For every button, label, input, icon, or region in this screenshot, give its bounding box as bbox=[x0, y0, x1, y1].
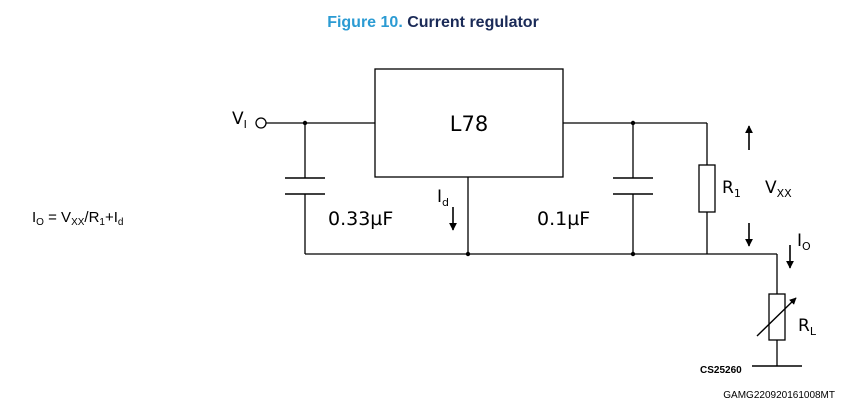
current-arrows bbox=[449, 125, 794, 269]
figure-number: Figure 10. bbox=[327, 14, 403, 31]
capacitor-plates bbox=[285, 177, 653, 195]
rl-label: RL bbox=[798, 316, 817, 338]
regulator-box bbox=[374, 68, 564, 178]
junction-dot bbox=[630, 251, 636, 257]
vxx-label: VXX bbox=[765, 178, 792, 200]
gamg-code: GAMG220920161008MT bbox=[723, 390, 835, 401]
figure-title: Figure 10. Current regulator bbox=[0, 14, 866, 32]
cap-in-label: 0.33µF bbox=[328, 208, 393, 230]
cs-code: CS25260 bbox=[700, 365, 742, 376]
junction-dot bbox=[630, 120, 636, 126]
junction-dot bbox=[465, 251, 471, 257]
rl-variable-arrow bbox=[756, 297, 797, 337]
junction-dot bbox=[302, 120, 308, 126]
r1-label: R1 bbox=[722, 178, 741, 200]
io-label: IO bbox=[797, 231, 811, 253]
junction-dots bbox=[302, 120, 636, 257]
current-equation: IO = VXX/R1+Id bbox=[32, 209, 123, 228]
r1-resistor bbox=[698, 164, 716, 213]
figure-name: Current regulator bbox=[407, 14, 539, 31]
input-terminal bbox=[255, 117, 267, 129]
vi-label: VI bbox=[232, 109, 247, 131]
cap-out-label: 0.1µF bbox=[537, 208, 590, 230]
circuit-wires bbox=[266, 122, 778, 366]
id-label: Id bbox=[437, 187, 449, 209]
regulator-label: L78 bbox=[450, 112, 488, 136]
